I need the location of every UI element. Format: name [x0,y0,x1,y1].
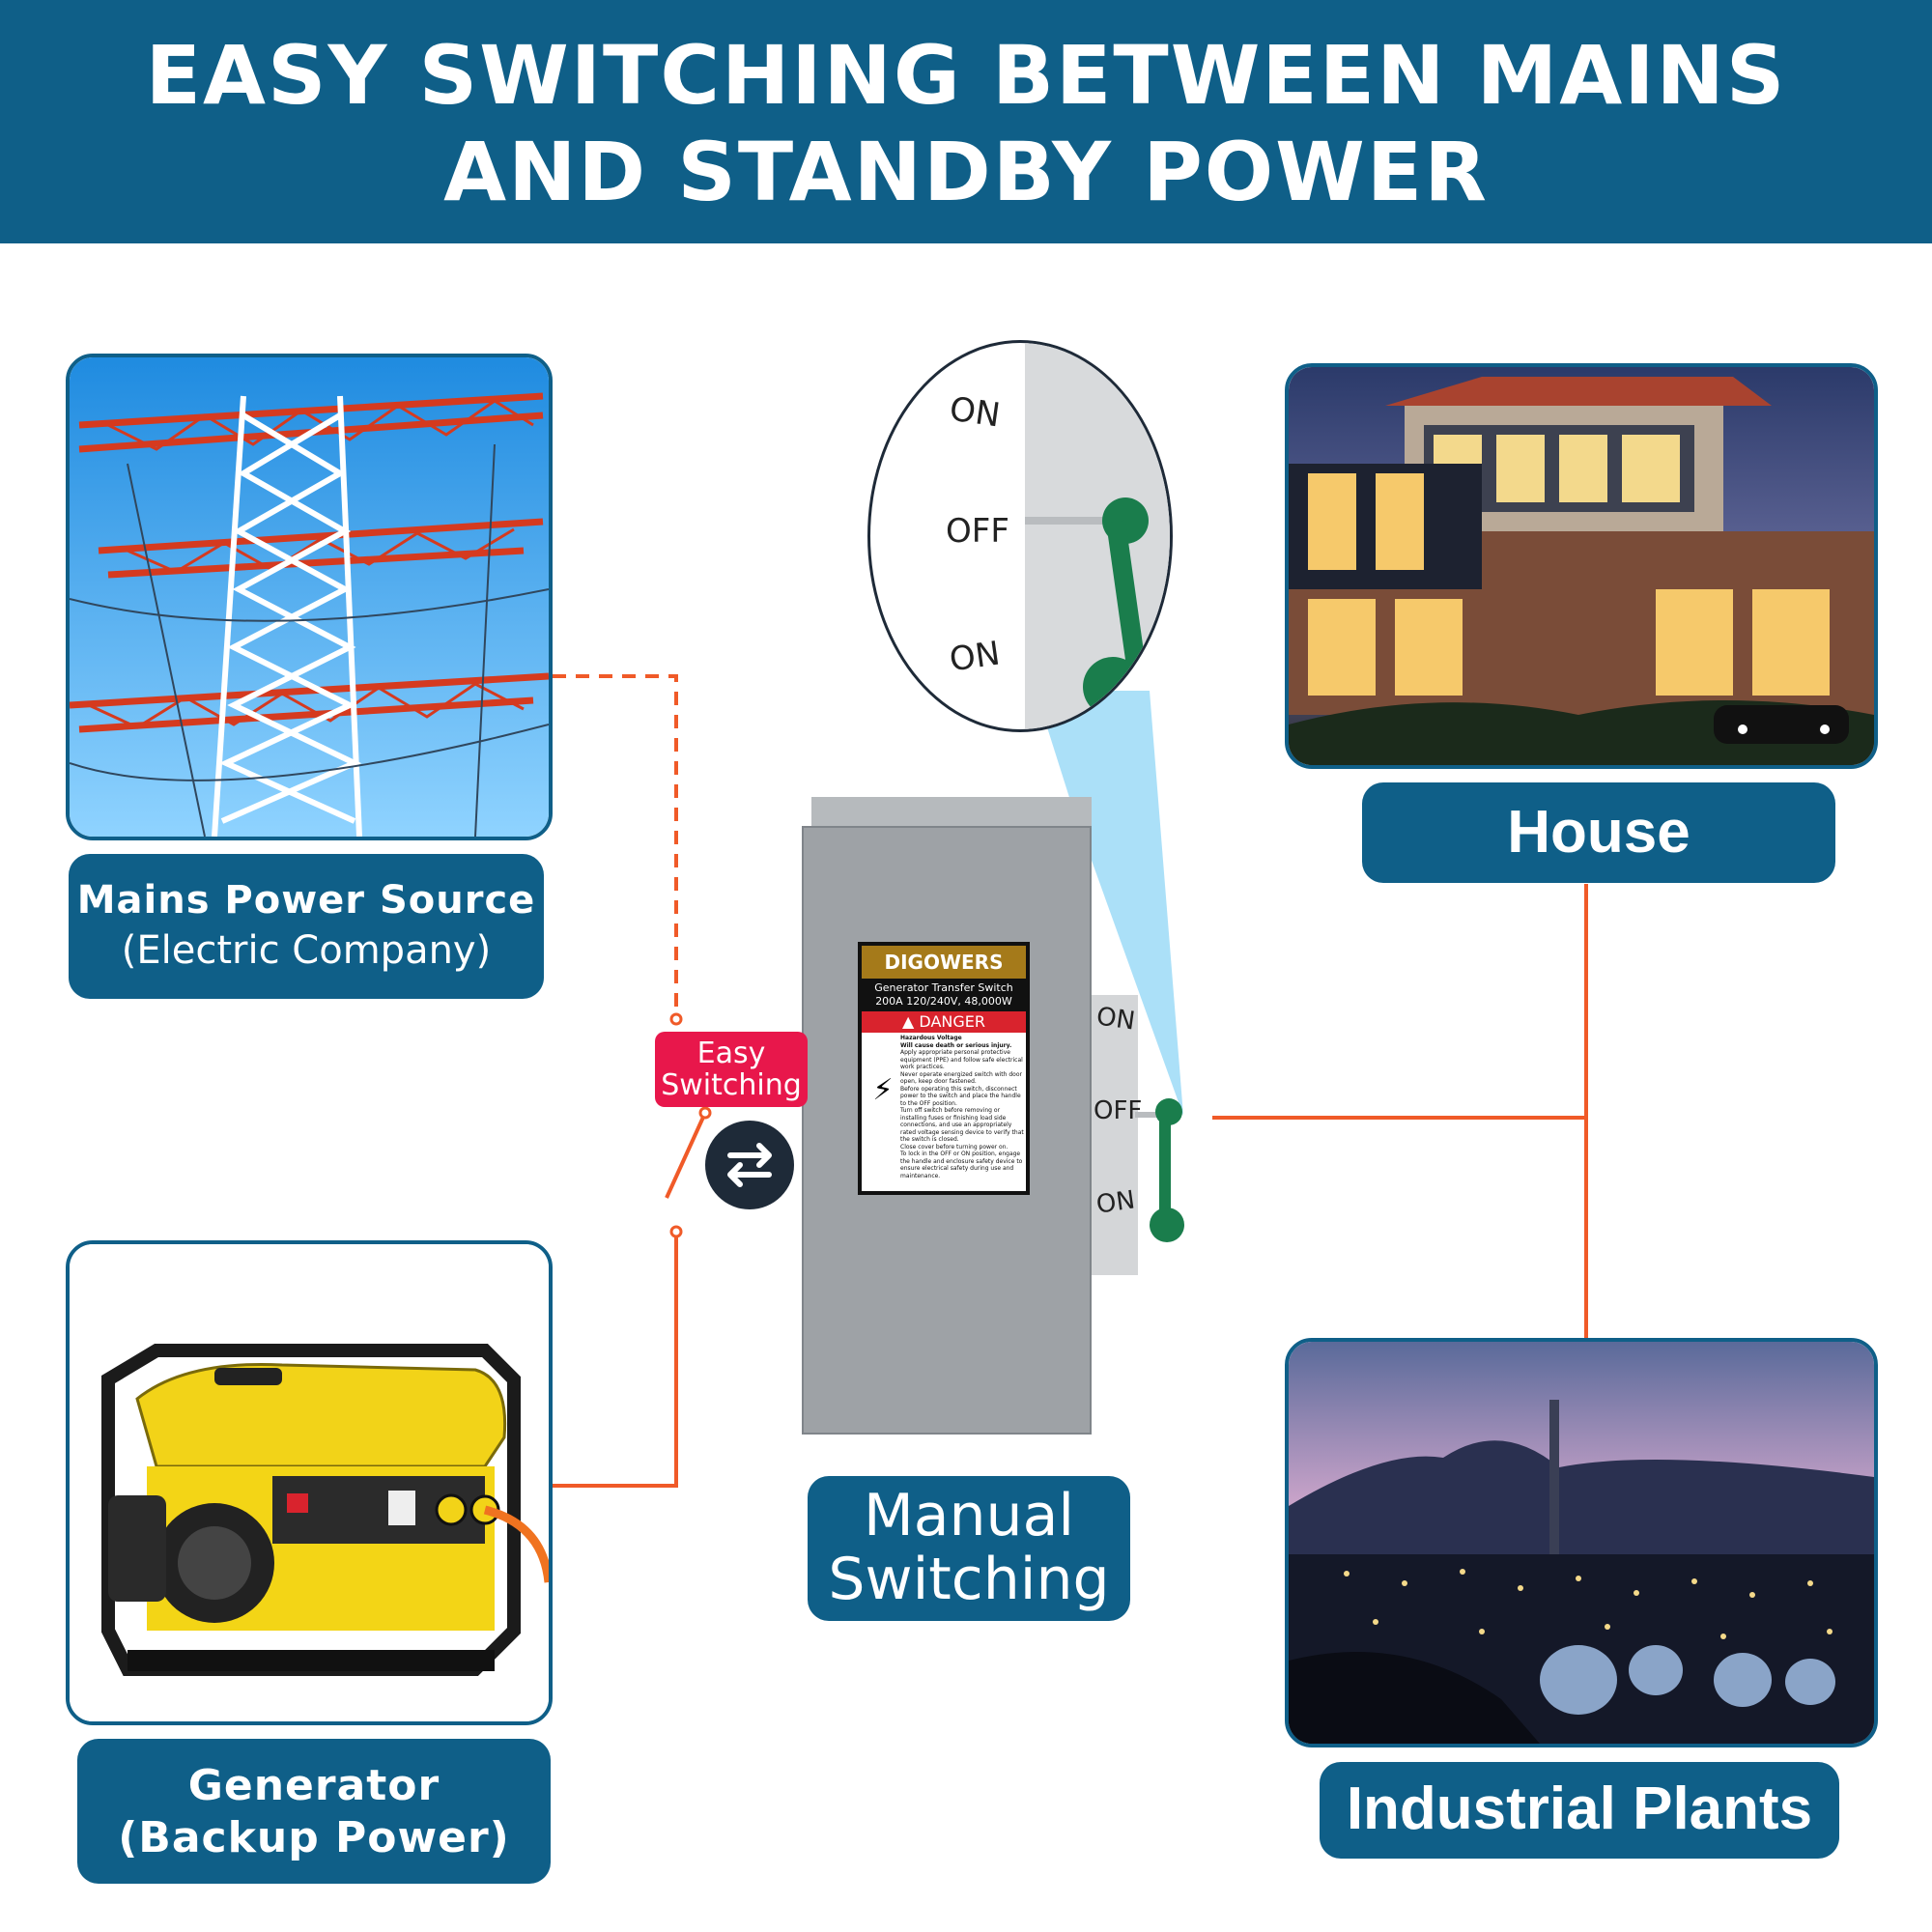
manual-switching-label: Manual Switching [808,1476,1130,1621]
manual-line-2: Switching [828,1546,1110,1613]
zoom-label-on-top: ON [947,389,1003,436]
transfer-switch: DIGOWERS Generator Transfer Switch 200A … [802,797,1184,1435]
mains-subtitle: (Electric Company) [121,928,492,973]
zoom-handle-shaft [1025,517,1112,525]
zoom-label-on-bottom: ON [947,634,1003,680]
easy-line-2: Switching [661,1068,802,1102]
handle-zoom-circle: ON OFF ON [867,340,1173,732]
generator-connector [553,1232,678,1488]
industrial-plant-icon [1289,1342,1874,1744]
swap-arrows-icon[interactable] [705,1121,794,1209]
mains-title: Mains Power Source [76,878,536,923]
easy-line-1: Easy [696,1037,766,1070]
warning-item: Close cover before turning power on. [900,1143,1009,1151]
side-handle-lever[interactable] [1159,1114,1171,1220]
warning-item: Never operate energized switch with door… [900,1070,1022,1086]
title-line-1: EASY SWITCHING BETWEEN MAINS [145,28,1787,123]
title-banner: EASY SWITCHING BETWEEN MAINS AND STANDBY… [0,0,1932,243]
house-title: House [1507,799,1690,866]
side-label-on-bottom: ON [1094,1185,1137,1220]
mains-connector [553,674,678,1019]
generator-title: Generator [187,1761,440,1810]
industrial-label: Industrial Plants [1320,1762,1839,1859]
generator-icon [70,1244,549,1721]
house-photo [1285,363,1878,769]
warning-item: Before operating this switch, disconnect… [900,1085,1021,1107]
side-handle-panel [1092,995,1138,1275]
industrial-photo [1285,1338,1878,1747]
transmission-tower-icon [70,357,549,837]
manual-line-1: Manual [863,1482,1075,1549]
industrial-title: Industrial Plants [1346,1776,1813,1842]
hazard-subtitle: Will cause death or serious injury. [900,1041,1012,1049]
zoom-label-off: OFF [946,512,1009,551]
warning-item: Turn off switch before removing or insta… [900,1107,1024,1143]
title-line-2: AND STANDBY POWER [443,125,1489,219]
electric-shock-icon: ⚡ [872,1073,894,1107]
mains-label: Mains Power Source (Electric Company) [69,854,544,999]
danger-text: DANGER [919,1012,985,1031]
warning-sticker: DIGOWERS Generator Transfer Switch 200A … [858,942,1030,1195]
product-name: Generator Transfer Switch [874,981,1013,994]
generator-subtitle: (Backup Power) [118,1813,510,1862]
house-icon [1289,367,1874,765]
product-rating: 200A 120/240V, 48,000W [875,995,1012,1008]
generator-photo [66,1240,553,1725]
side-handle-shaft[interactable] [1135,1112,1172,1118]
warning-item: Apply appropriate personal protective eq… [900,1049,1023,1070]
switch-blade [665,1112,707,1199]
hazard-text: Hazardous Voltage Will cause death or se… [900,1035,1026,1179]
danger-banner: ▲ DANGER [862,1011,1026,1033]
side-label-on-top: ON [1094,1002,1137,1037]
swap-arrows-glyph [727,1143,772,1187]
product-label: Generator Transfer Switch 200A 120/240V,… [862,979,1026,1011]
warning-triangle-icon: ▲ [902,1012,920,1031]
house-label: House [1362,782,1835,883]
hazard-title: Hazardous Voltage [900,1035,962,1041]
warning-item: To lock in the OFF or ON position, engag… [900,1151,1023,1179]
brand-label: DIGOWERS [862,946,1026,979]
generator-label: Generator (Backup Power) [77,1739,551,1884]
output-connector [1212,884,1588,1338]
side-handle-knob[interactable] [1150,1208,1184,1242]
easy-switching-badge: Easy Switching [655,1032,808,1107]
side-label-off: OFF [1094,1096,1143,1125]
zoom-handle-knob [1083,657,1143,717]
mains-power-photo [66,354,553,840]
